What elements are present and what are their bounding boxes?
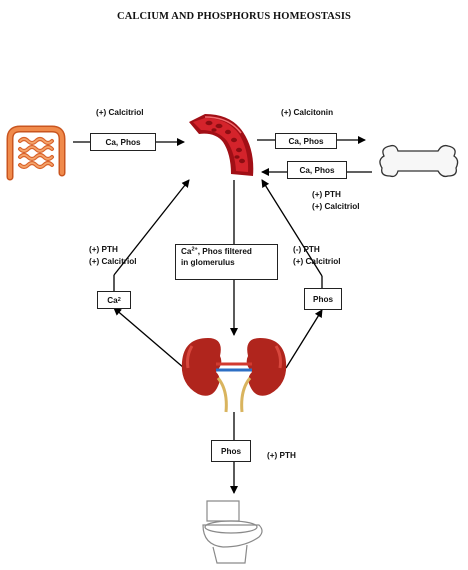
label-bone-pth: (+) PTH [312,190,341,199]
arrow-ca-to-blood-diagonal [113,179,190,276]
box-from-bone-ca-phos: Ca, Phos [287,161,347,179]
arrow-phos-to-blood-diagonal [261,179,323,277]
toilet-icon [202,500,263,564]
arrow-kidney-to-phos-box [285,309,323,369]
label-calcitonin: (+) Calcitonin [281,108,334,117]
intestine-icon [6,125,66,181]
label-intestine-calcitriol: (+) Calcitriol [96,108,144,117]
box-intestine-ca-phos: Ca, Phos [90,133,156,151]
arrow-kidney-to-ca-box [113,307,185,369]
box-kidney-phos: Phos [304,288,342,310]
kidneys-icon [181,338,287,413]
label-kidney-phos-pth: (-) PTH [293,245,320,254]
label-kidney-ca-pth: (+) PTH [89,245,118,254]
label-excretion-pth: (+) PTH [267,451,296,460]
filtered-line-1: Ca2+, Phos filtered [181,246,252,256]
label-kidney-ca-calcitriol: (+) Calcitriol [89,257,137,266]
box-to-bone-ca-phos: Ca, Phos [275,133,337,149]
box-glomerular-filtration: Ca2+, Phos filtered in glomerulus [175,244,278,280]
box-excretion-phos: Phos [211,440,251,462]
bone-icon [379,144,459,178]
blood-vessel-icon [189,114,254,176]
filtered-line-2: in glomerulus [181,257,235,267]
label-bone-calcitriol: (+) Calcitriol [312,202,360,211]
diagram-title: CALCIUM AND PHOSPHORUS HOMEOSTASIS [117,11,351,22]
label-kidney-phos-calcitriol: (+) Calcitriol [293,257,341,266]
